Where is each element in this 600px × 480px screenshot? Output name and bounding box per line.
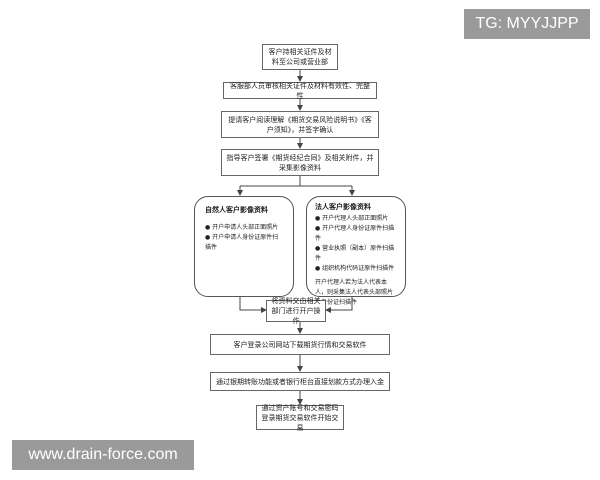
- arrow-natural-to-5: [239, 297, 267, 313]
- natural-item-2: 开户申请人身份证原件扫描件: [205, 233, 283, 253]
- legal-item-4: 组织机构代码证原件扫描件: [315, 264, 397, 274]
- step-read-risk-disclosure: 提请客户阅读理解《期货交易风险说明书》《客户须知》，并签字确认: [221, 111, 379, 138]
- legal-item-1: 开户代理人头部正面照片: [315, 214, 397, 224]
- natural-item-1: 开户申请人头部正面照片: [205, 223, 283, 233]
- natural-person-title: 自然人客户影像资料: [205, 206, 268, 214]
- step-account-opening: 将资料交由相关部门进行开户操作: [266, 297, 326, 325]
- legal-person-materials-panel: 法人客户影像资料 开户代理人头部正面照片 开户代理人身份证原件扫描件 营业执照（…: [306, 196, 406, 306]
- arrow-legal-to-5: [325, 297, 353, 313]
- legal-person-title: 法人客户影像资料: [315, 203, 371, 211]
- site-watermark: www.drain-force.com: [12, 440, 194, 470]
- step-deposit-funds: 通过银期转账功能或者银行柜台直接划款方式办理入金: [210, 372, 390, 391]
- step-sign-contract: 指导客户签署《期货经纪合同》及相关附件，并采集影像资料: [221, 149, 379, 176]
- step-start-trading: 通过资产账号和交易密码登录期货交易软件开始交易: [256, 404, 344, 432]
- step-submit-documents: 客户持相关证件及材料至公司或营业部: [262, 44, 338, 70]
- legal-item-2: 开户代理人身份证原件扫描件: [315, 224, 397, 244]
- natural-person-materials-panel: 自然人客户影像资料 开户申请人头部正面照片 开户申请人身份证原件扫描件: [194, 196, 294, 297]
- legal-note: 开户代理人若为法人代表本人，则采集法人代表头部照片及身份证扫描件: [315, 279, 394, 306]
- legal-item-3: 营业执照（副本）原件扫描件: [315, 244, 397, 264]
- step-verify-documents: 客服部人员审核相关证件及材料有效性、完整性: [223, 82, 377, 100]
- step-download-software: 客户登录公司网站下载期货行情和交易软件: [210, 334, 390, 355]
- tg-watermark: TG: MYYJJPP: [464, 9, 590, 39]
